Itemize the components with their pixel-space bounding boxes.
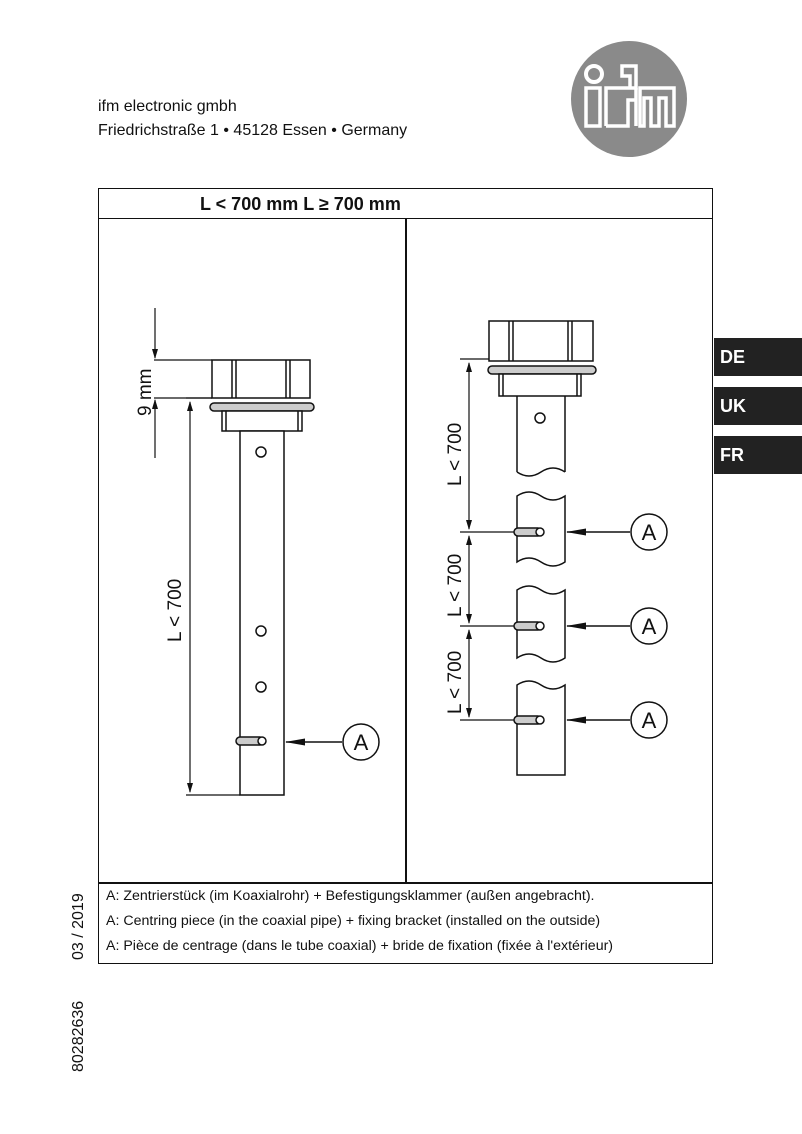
callout-left-label: A	[354, 730, 369, 755]
table-header: L < 700 mm L ≥ 700 mm	[200, 194, 401, 214]
figure-table	[98, 188, 713, 964]
dim-length-left-label: L < 700	[165, 579, 186, 642]
notes-divider	[98, 882, 713, 884]
column-divider	[405, 218, 407, 883]
dim-length-right-2: L < 700	[445, 554, 466, 617]
dim-flange-label: 9 mm	[135, 369, 156, 417]
probe-left	[209, 359, 315, 796]
ifm-logo	[571, 41, 687, 157]
note-de: A: Zentrierstück (im Koaxialrohr) + Befe…	[106, 888, 595, 904]
note-en: A: Centring piece (in the coaxial pipe) …	[106, 913, 601, 929]
revision-date: 03 / 2019	[70, 893, 87, 960]
lang-tab-uk[interactable]: UK	[714, 387, 802, 425]
callout-right-3: A	[566, 701, 668, 739]
company-address: Friedrichstraße 1 • 45128 Essen • German…	[98, 122, 408, 139]
callout-right-1: A	[566, 513, 668, 551]
dimension-lengths-right	[460, 358, 514, 721]
callout-left: A	[285, 723, 380, 761]
company-name: ifm electronic gmbh	[98, 98, 237, 115]
company-block: ifm electronic gmbh Friedrichstraße 1 • …	[98, 95, 407, 143]
dimension-flange-left	[152, 308, 212, 458]
dim-length-right-1: L < 700	[445, 423, 466, 486]
notes-block: A: Zentrierstück (im Koaxialrohr) + Befe…	[106, 884, 613, 959]
callout-right-3-label: A	[642, 708, 657, 733]
lang-tab-fr[interactable]: FR	[714, 436, 802, 474]
note-fr: A: Pièce de centrage (dans le tube coaxi…	[106, 938, 614, 954]
dimension-length-left	[186, 397, 240, 796]
dim-length-right-3: L < 700	[445, 651, 466, 714]
lang-tab-de[interactable]: DE	[714, 338, 802, 376]
language-tabs: DE UK FR	[714, 338, 802, 485]
callout-right-2: A	[566, 607, 668, 645]
callout-right-1-label: A	[642, 520, 657, 545]
callout-right-2-label: A	[642, 614, 657, 639]
probe-right	[487, 320, 597, 776]
document-number: 80282636	[70, 1000, 87, 1072]
